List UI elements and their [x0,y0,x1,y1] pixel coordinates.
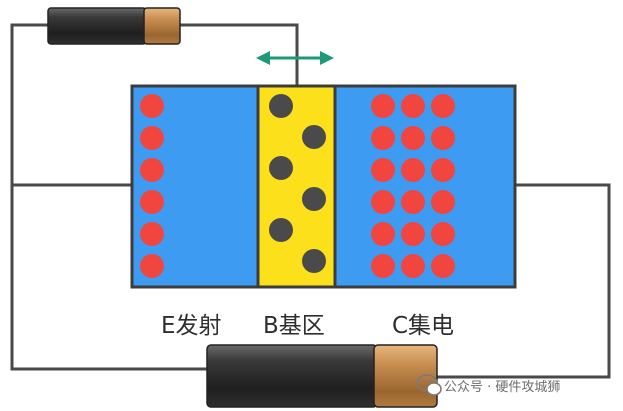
wire-top-left [10,23,208,371]
electron-dot [140,158,164,182]
electron-dot [431,158,455,182]
electron-dot [140,126,164,150]
electron-dot [140,222,164,246]
wechat-icon [416,374,442,396]
electron-dot [401,190,425,214]
electron-dot [140,190,164,214]
electron-dot [140,254,164,278]
battery-bottom [206,344,438,408]
hole-dot [269,156,293,180]
wire-top-right [180,23,299,86]
battery-top [47,7,181,45]
base-holes [269,94,326,273]
base-label: B基区 [263,313,325,339]
hole-dot [302,187,326,211]
electron-dot [431,222,455,246]
electron-dot [401,222,425,246]
electron-dot [431,254,455,278]
electron-dot [401,254,425,278]
electron-dot [371,254,395,278]
emitter-region [130,84,260,289]
hole-dot [269,94,293,118]
electron-dot [140,94,164,118]
electron-dot [371,222,395,246]
electron-dot [401,158,425,182]
hole-dot [269,218,293,242]
electron-dot [431,190,455,214]
emitter-label: E发射 [161,313,222,339]
watermark-text: 公众号 · 硬件攻城狮 [444,380,561,395]
electron-dot [371,126,395,150]
collector-region [333,84,517,289]
hole-dot [302,125,326,149]
electron-dot [401,126,425,150]
electron-dot [371,158,395,182]
circuit-wires [10,23,611,379]
hole-dot [302,249,326,273]
battery-top-cap [143,7,181,45]
electron-dot [371,190,395,214]
electron-dot [431,126,455,150]
double-arrow-icon [256,51,334,65]
battery-top-body [47,7,147,45]
electron-dot [401,94,425,118]
battery-bottom-body [206,344,378,408]
emitter-electrons [140,94,164,278]
collector-label: C集电 [392,313,455,339]
battery-bottom-cap [373,344,438,408]
electron-dot [431,94,455,118]
collector-electrons [371,94,455,278]
wire-collector [437,183,611,379]
electron-dot [371,94,395,118]
